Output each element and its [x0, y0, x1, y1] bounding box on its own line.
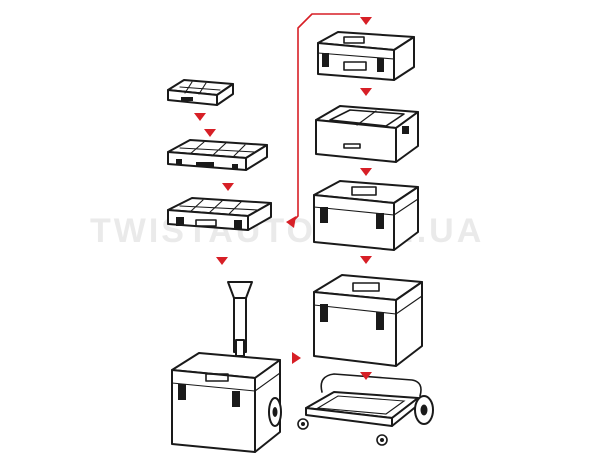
connector-line: [291, 13, 360, 223]
arrow-down-2: [204, 129, 216, 137]
arrow-down-r4: [360, 256, 372, 264]
arrow-down-r5: [360, 372, 372, 380]
assembly-arrows: [194, 17, 372, 380]
toolbox-medium-icon: [313, 180, 419, 251]
connector-arrowhead: [286, 216, 296, 228]
organizer-medium-icon: [167, 139, 268, 171]
arrow-right: [292, 352, 301, 364]
toolbox-small-icon: [317, 31, 415, 81]
toolbox-large-icon: [313, 274, 423, 367]
arrow-down-4: [216, 257, 228, 265]
wheeled-cart-base-icon: [297, 373, 434, 446]
mobile-toolbox-with-handle-icon: [171, 281, 282, 453]
small-organizer-icon: [167, 79, 234, 106]
arrow-down-r3: [360, 168, 372, 176]
arrow-down-r1: [360, 17, 372, 25]
arrow-down-r2: [360, 88, 372, 96]
arrow-down-3: [222, 183, 234, 191]
open-tray-insert-icon: [315, 105, 419, 163]
arrow-down-1: [194, 113, 206, 121]
organizer-large-icon: [167, 197, 272, 231]
